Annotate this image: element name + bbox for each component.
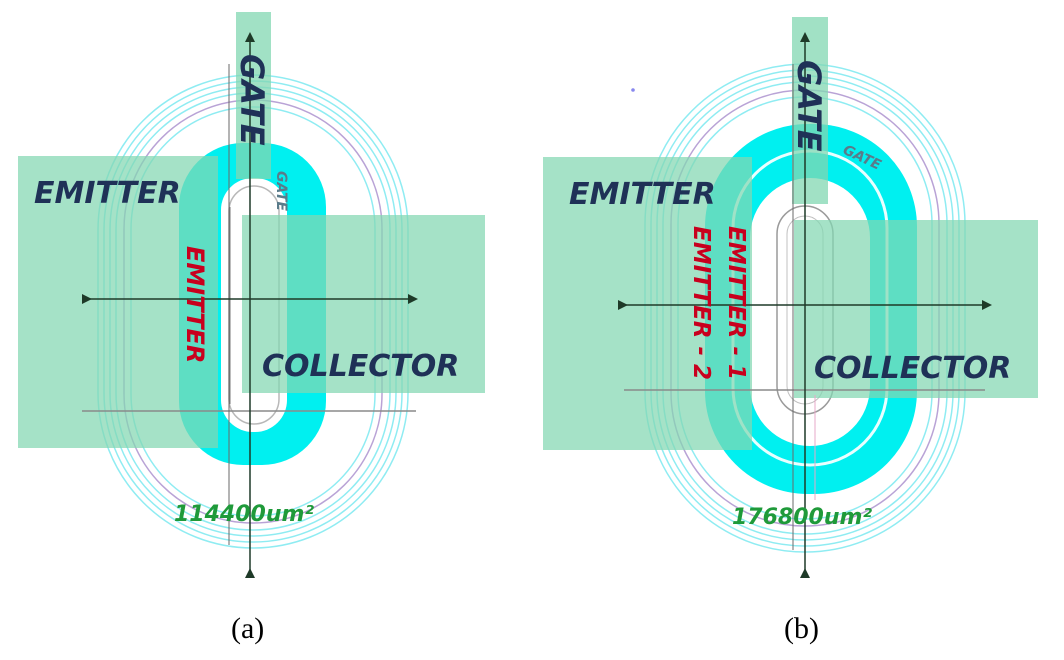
gate-small-label-a: GATE bbox=[273, 171, 289, 212]
caption-b: (b) bbox=[784, 612, 819, 645]
area-label-b: 176800um² bbox=[732, 505, 872, 530]
panel-b: GATE GATE EMITTER EMITTER - 1 EMITTER - … bbox=[543, 17, 1038, 645]
emitter-label-a: EMITTER bbox=[34, 176, 181, 211]
gate-label-a: GATE bbox=[233, 54, 271, 146]
emitter2-label-b: EMITTER - 2 bbox=[688, 226, 714, 380]
gate-pad-b bbox=[792, 17, 828, 204]
collector-pad-a bbox=[242, 215, 485, 393]
emitter-finger-label-a: EMITTER bbox=[181, 246, 209, 363]
emitter-label-b: EMITTER bbox=[569, 177, 716, 212]
collector-label-b: COLLECTOR bbox=[814, 351, 1011, 386]
emitter1-label-b: EMITTER - 1 bbox=[723, 226, 749, 380]
gate-label-b: GATE bbox=[790, 60, 828, 152]
caption-a: (a) bbox=[231, 612, 264, 645]
collector-label-a: COLLECTOR bbox=[262, 349, 459, 384]
area-label-a: 114400um² bbox=[174, 502, 314, 527]
panel-a: GATE GATE EMITTER EMITTER COLLECTOR 1144… bbox=[18, 12, 485, 645]
